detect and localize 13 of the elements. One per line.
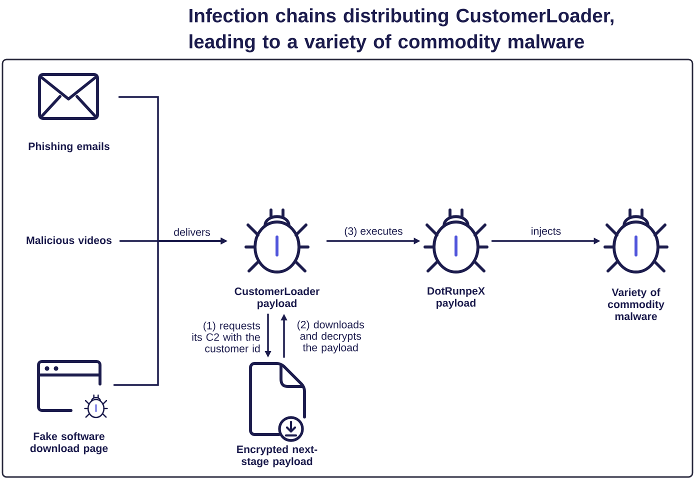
edge-label: (3) executes <box>344 227 402 237</box>
node-label: Encrypted next-stage payload <box>237 445 318 468</box>
edge-label: delivers <box>174 228 210 236</box>
edge-label: injects <box>532 227 561 237</box>
node-label: Variety of commodity malware <box>608 288 664 320</box>
node-label: CustomerLoader payload <box>234 287 320 310</box>
node-label: Fake software download page <box>30 432 108 454</box>
node-label: Malicious videos <box>26 236 112 244</box>
node-label: DotRunpeX payload <box>428 287 485 309</box>
edge-label: (2) downloads and decrypts the payload <box>297 320 364 354</box>
edge-label: (1) requests its C2 with the customer id <box>192 322 260 352</box>
title: Infection chains distributing CustomerLoader, leading to a variety of commodity malware <box>190 8 614 52</box>
node-label: Phishing emails <box>28 142 110 152</box>
